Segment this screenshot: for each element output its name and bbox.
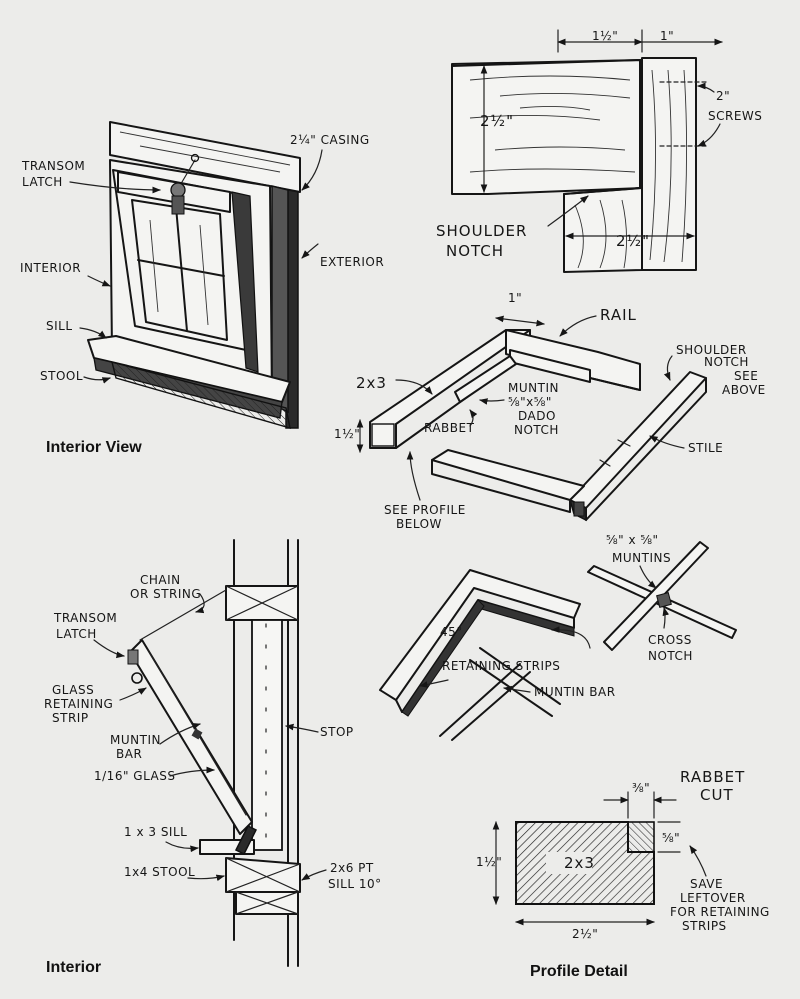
label-notch: NOTCH bbox=[446, 242, 504, 260]
label-glass-2: RETAINING bbox=[44, 697, 113, 711]
label-muntin-2: ⅝"x⅝" bbox=[508, 395, 552, 409]
label-muntin-3: DADO bbox=[518, 409, 556, 423]
interior-section-panel bbox=[127, 539, 301, 967]
interior-section-labels: CHAIN OR STRING TRANSOM LATCH GLASS RETA… bbox=[44, 573, 382, 976]
corner-frame bbox=[379, 569, 581, 701]
sash-frame-panel bbox=[369, 329, 707, 522]
apron bbox=[111, 361, 291, 429]
rabbet-offcut bbox=[627, 821, 655, 853]
label-latch-1: TRANSOM bbox=[53, 611, 117, 625]
label-muntin-size: ⅝" x ⅝" bbox=[606, 533, 659, 547]
label-muntin-4: NOTCH bbox=[514, 423, 559, 437]
label-screws-1: 2" bbox=[716, 89, 730, 103]
label-glass-3: STRIP bbox=[52, 711, 89, 725]
label-45-deg: 45° bbox=[440, 625, 463, 639]
frame-stile bbox=[569, 371, 707, 509]
frame-bottom-rail bbox=[431, 449, 585, 501]
label-shoulder-2: NOTCH bbox=[704, 355, 749, 369]
label-latch-2: LATCH bbox=[56, 627, 97, 641]
label-muntin-bar: MUNTIN BAR bbox=[534, 685, 616, 699]
label-see-profile-1: SEE PROFILE bbox=[384, 503, 466, 517]
label-stool-1x4: 1x4 STOOL bbox=[124, 865, 195, 879]
label-exterior: EXTERIOR bbox=[320, 255, 384, 269]
label-save-2: LEFTOVER bbox=[680, 891, 746, 905]
label-cross-2: NOTCH bbox=[648, 649, 693, 663]
label-sill-1x3: 1 x 3 SILL bbox=[124, 825, 187, 839]
label-glass-1: GLASS bbox=[52, 683, 94, 697]
label-profile-2x3: 2x3 bbox=[564, 854, 595, 872]
shoulder-notch-panel bbox=[451, 29, 723, 273]
label-shoulder-1: SHOULDER bbox=[676, 343, 747, 357]
caption-profile-detail: Profile Detail bbox=[530, 963, 628, 980]
dim-1-5-top: 1½" bbox=[592, 29, 618, 43]
dim-3-8: ⅜" bbox=[632, 781, 650, 795]
jamb-stop bbox=[251, 619, 283, 851]
frame-muntin-2 bbox=[454, 355, 517, 403]
caption-interior-view: Interior View bbox=[46, 439, 142, 456]
label-rabbet-cut-2: CUT bbox=[700, 786, 734, 804]
label-muntin-bar-1: MUNTIN bbox=[110, 733, 161, 747]
dim-2-5-width: 2½" bbox=[572, 927, 598, 941]
latch-hardware bbox=[170, 153, 200, 215]
label-screws-2: SCREWS bbox=[708, 109, 762, 123]
dim-2-5-bottom: 2½" bbox=[616, 232, 650, 250]
label-save-1: SAVE bbox=[690, 877, 723, 891]
label-chain-1: CHAIN bbox=[140, 573, 181, 587]
label-transom-latch-1: TRANSOM bbox=[21, 159, 85, 173]
dim-5-8: ⅝" bbox=[662, 831, 680, 845]
label-sill-2x6-2: SILL 10° bbox=[328, 877, 382, 891]
label-save-4: STRIPS bbox=[682, 919, 727, 933]
sash-dark-edge bbox=[231, 191, 259, 373]
label-transom-latch-2: LATCH bbox=[22, 175, 63, 189]
label-save-3: FOR RETAINING bbox=[670, 905, 770, 919]
caption-interior: Interior bbox=[46, 959, 101, 976]
label-retaining-strips: RETAINING STRIPS bbox=[442, 659, 560, 673]
muntins-panel bbox=[379, 541, 737, 741]
interior-view-panel bbox=[87, 121, 301, 429]
label-sill: SILL bbox=[46, 319, 73, 333]
label-stop: STOP bbox=[320, 725, 354, 739]
profile-detail-labels: RABBET CUT ⅜" ⅝" 1½" 2x3 2½" SAVE LEFTOV… bbox=[476, 768, 770, 980]
label-glass-thickness: 1/16" GLASS bbox=[94, 769, 175, 783]
interior-view-labels: 2¼" CASING TRANSOM LATCH EXTERIOR INTERI… bbox=[20, 133, 384, 456]
label-rabbet-cut-1: RABBET bbox=[680, 768, 745, 786]
muntin-diagonal-2 bbox=[603, 541, 709, 651]
stool bbox=[87, 335, 291, 403]
label-rabbet: RABBET bbox=[424, 421, 475, 435]
dim-1in-rail: 1" bbox=[508, 291, 522, 305]
label-shoulder-4: ABOVE bbox=[722, 383, 766, 397]
label-muntins: MUNTINS bbox=[612, 551, 671, 565]
transom-sash-section bbox=[129, 639, 253, 835]
label-cross-1: CROSS bbox=[648, 633, 692, 647]
sash-frame-labels: 1" RAIL SHOULDER NOTCH SEE ABOVE 2x3 MUN… bbox=[334, 291, 766, 531]
label-casing: 2¼" CASING bbox=[290, 133, 370, 147]
label-shoulder-3: SEE bbox=[734, 369, 758, 383]
dim-1-5-profile: 1½" bbox=[476, 855, 502, 869]
dim-1-5-frame: 1½" bbox=[334, 427, 360, 441]
label-muntin-1: MUNTIN bbox=[508, 381, 559, 395]
label-stool: STOOL bbox=[40, 369, 83, 383]
label-stile: STILE bbox=[688, 441, 723, 455]
label-sill-2x6-1: 2x6 PT bbox=[330, 861, 374, 875]
muntins-labels: ⅝" x ⅝" MUNTINS CROSS NOTCH 45° RETAININ… bbox=[419, 533, 693, 699]
dim-1-top: 1" bbox=[660, 29, 674, 43]
glass-panes bbox=[131, 199, 228, 341]
label-shoulder: SHOULDER bbox=[436, 222, 527, 240]
label-chain-2: OR STRING bbox=[130, 587, 201, 601]
label-rail: RAIL bbox=[600, 306, 637, 324]
label-2x3: 2x3 bbox=[356, 374, 387, 392]
dim-2-5-height: 2½" bbox=[480, 112, 514, 130]
shoulder-notch-labels: 1½" 1" 2½" 2" SCREWS SHOULDER NOTCH 2½" bbox=[436, 29, 762, 260]
label-muntin-bar-2: BAR bbox=[116, 747, 142, 761]
label-see-profile-2: BELOW bbox=[396, 517, 442, 531]
profile-detail-panel bbox=[492, 791, 681, 926]
label-interior: INTERIOR bbox=[20, 261, 81, 275]
